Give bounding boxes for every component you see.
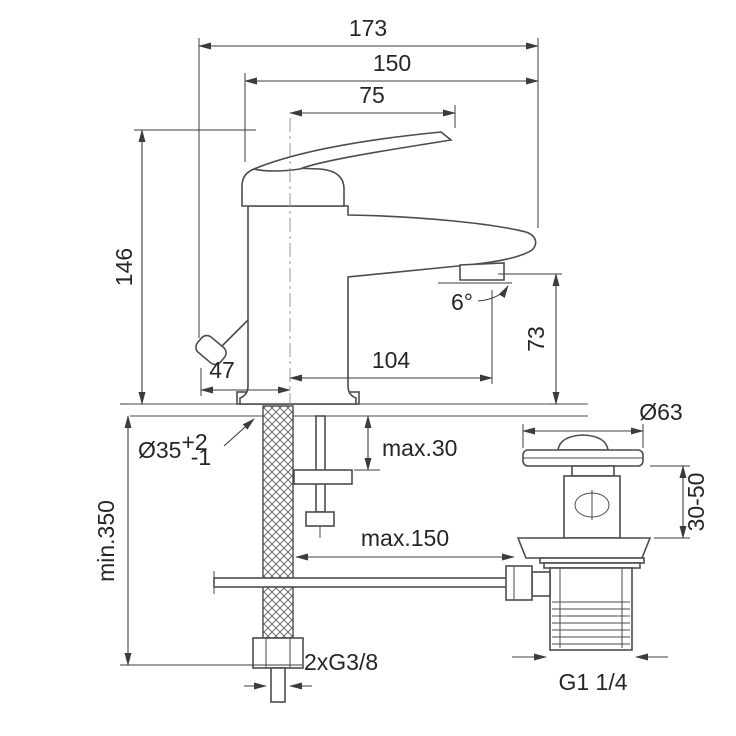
dim-body-height-146: 146 xyxy=(111,129,256,405)
dim-spout-angle-6deg: 6° xyxy=(438,282,512,315)
supply-hose-assembly xyxy=(252,405,353,703)
faucet-body-group xyxy=(195,118,537,410)
dim-label-hole-dia: Ø35+2-1 xyxy=(138,429,211,470)
dim-label-150: 150 xyxy=(373,50,411,76)
faucet-body-and-spout xyxy=(239,205,537,405)
dim-outlet-height-73: 73 xyxy=(498,273,562,405)
drain-clamp-nut xyxy=(516,537,652,559)
hole-dia-value: Ø35 xyxy=(138,437,181,463)
dim-label-dia63: Ø63 xyxy=(639,399,682,425)
dim-clearance-min350: min.350 xyxy=(93,415,302,666)
rod-joint-nut xyxy=(505,565,533,601)
dim-label-47: 47 xyxy=(209,357,235,383)
lift-rod-knob xyxy=(195,334,227,366)
dim-label-173: 173 xyxy=(349,15,387,41)
mounting-deck xyxy=(130,403,588,417)
dim-label-73: 73 xyxy=(523,326,549,352)
dim-label-104: 104 xyxy=(372,347,411,373)
lift-rod xyxy=(219,317,251,349)
drain-assembly xyxy=(505,434,652,651)
popup-plug-cap xyxy=(557,434,609,451)
hose-tail-pipe xyxy=(270,667,286,703)
pop-up-linkage xyxy=(213,571,509,594)
dim-label-max30: max.30 xyxy=(382,435,457,461)
dim-rod-max150: max.150 xyxy=(295,525,515,561)
dim-flange-dia63: Ø63 xyxy=(522,399,683,448)
dim-spout-width-150: 150 xyxy=(244,50,539,162)
dim-label-2xG38: 2xG3/8 xyxy=(304,649,378,675)
mounting-bracket xyxy=(293,469,353,485)
dim-mounting-hole-dia35: Ø35+2-1 xyxy=(138,418,255,470)
dim-label-75: 75 xyxy=(359,82,385,108)
dim-total-width-173: 173 xyxy=(198,15,539,338)
dimension-annotations: 173 150 75 146 min.350 47 xyxy=(93,15,709,695)
dim-half-width-75: 75 xyxy=(289,82,456,128)
drain-neck xyxy=(571,465,615,477)
dim-label-146: 146 xyxy=(111,248,137,286)
dim-clamp-range-30-50: 30-50 xyxy=(650,465,709,539)
dim-label-G1-14: G1 1/4 xyxy=(558,669,627,695)
hole-tol-plus: +2 xyxy=(181,429,207,455)
dim-label-30-50: 30-50 xyxy=(683,473,709,532)
cartridge-cap xyxy=(241,166,345,207)
dim-deck-max30: max.30 xyxy=(354,415,457,471)
lever-handle xyxy=(251,131,453,172)
aerator xyxy=(459,262,505,281)
dim-label-max150: max.150 xyxy=(361,525,449,551)
label-supply-thread: 2xG3/8 xyxy=(244,649,378,690)
dim-label-min350: min.350 xyxy=(93,500,119,582)
dim-back-offset-47: 47 xyxy=(200,357,291,396)
dim-spout-reach-104: 104 xyxy=(289,290,493,384)
horizontal-rod xyxy=(213,577,509,588)
rod-joint-boss xyxy=(531,571,551,597)
braided-hose xyxy=(262,405,294,639)
mounting-stud xyxy=(315,415,326,513)
mounting-nut xyxy=(305,511,335,527)
tailpiece-threads xyxy=(552,601,630,645)
label-waste-thread: G1 1/4 xyxy=(512,653,668,695)
hole-tol-minus: -1 xyxy=(191,444,211,470)
hose-connection-nut xyxy=(252,637,304,669)
dim-label-6deg: 6° xyxy=(451,289,473,315)
